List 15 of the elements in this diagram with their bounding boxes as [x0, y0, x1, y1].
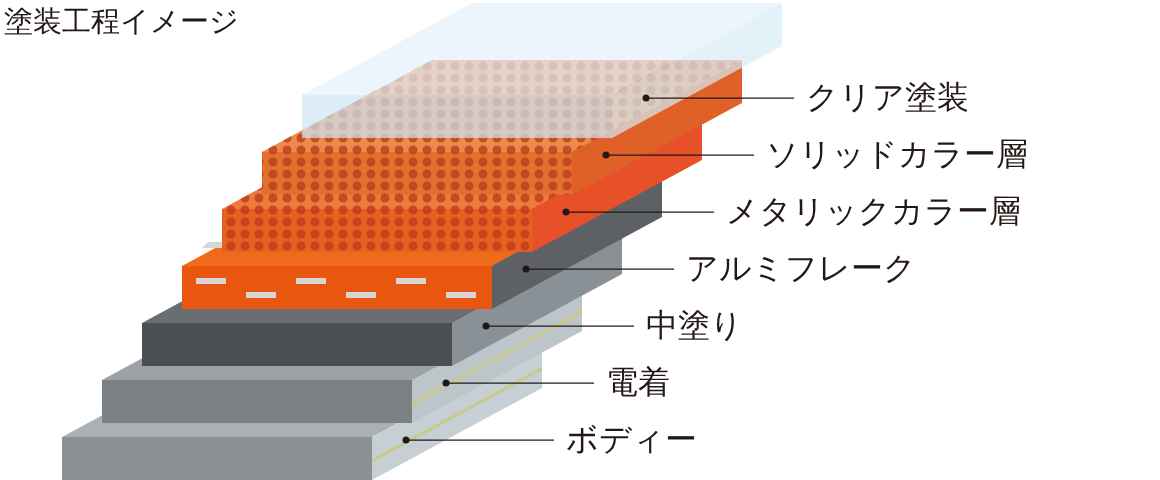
- diagram-title: 塗装工程イメージ: [4, 3, 239, 40]
- leader-line: [602, 151, 755, 159]
- layer-label: ソリッドカラー層: [766, 137, 1028, 173]
- leader-line: [442, 379, 595, 387]
- leader-line: [402, 436, 555, 444]
- layer-label: アルミフレーク: [686, 251, 916, 287]
- leader-line: [562, 208, 715, 216]
- layer-label: 電着: [606, 365, 670, 401]
- layer-label: 中塗り: [646, 308, 743, 344]
- layer-label: クリア塗装: [806, 80, 969, 116]
- leader-line: [642, 94, 795, 102]
- leader-line: [522, 265, 675, 273]
- layer-label: ボディー: [566, 422, 697, 458]
- leader-line: [482, 322, 635, 330]
- layer-label: メタリックカラー層: [726, 194, 1021, 230]
